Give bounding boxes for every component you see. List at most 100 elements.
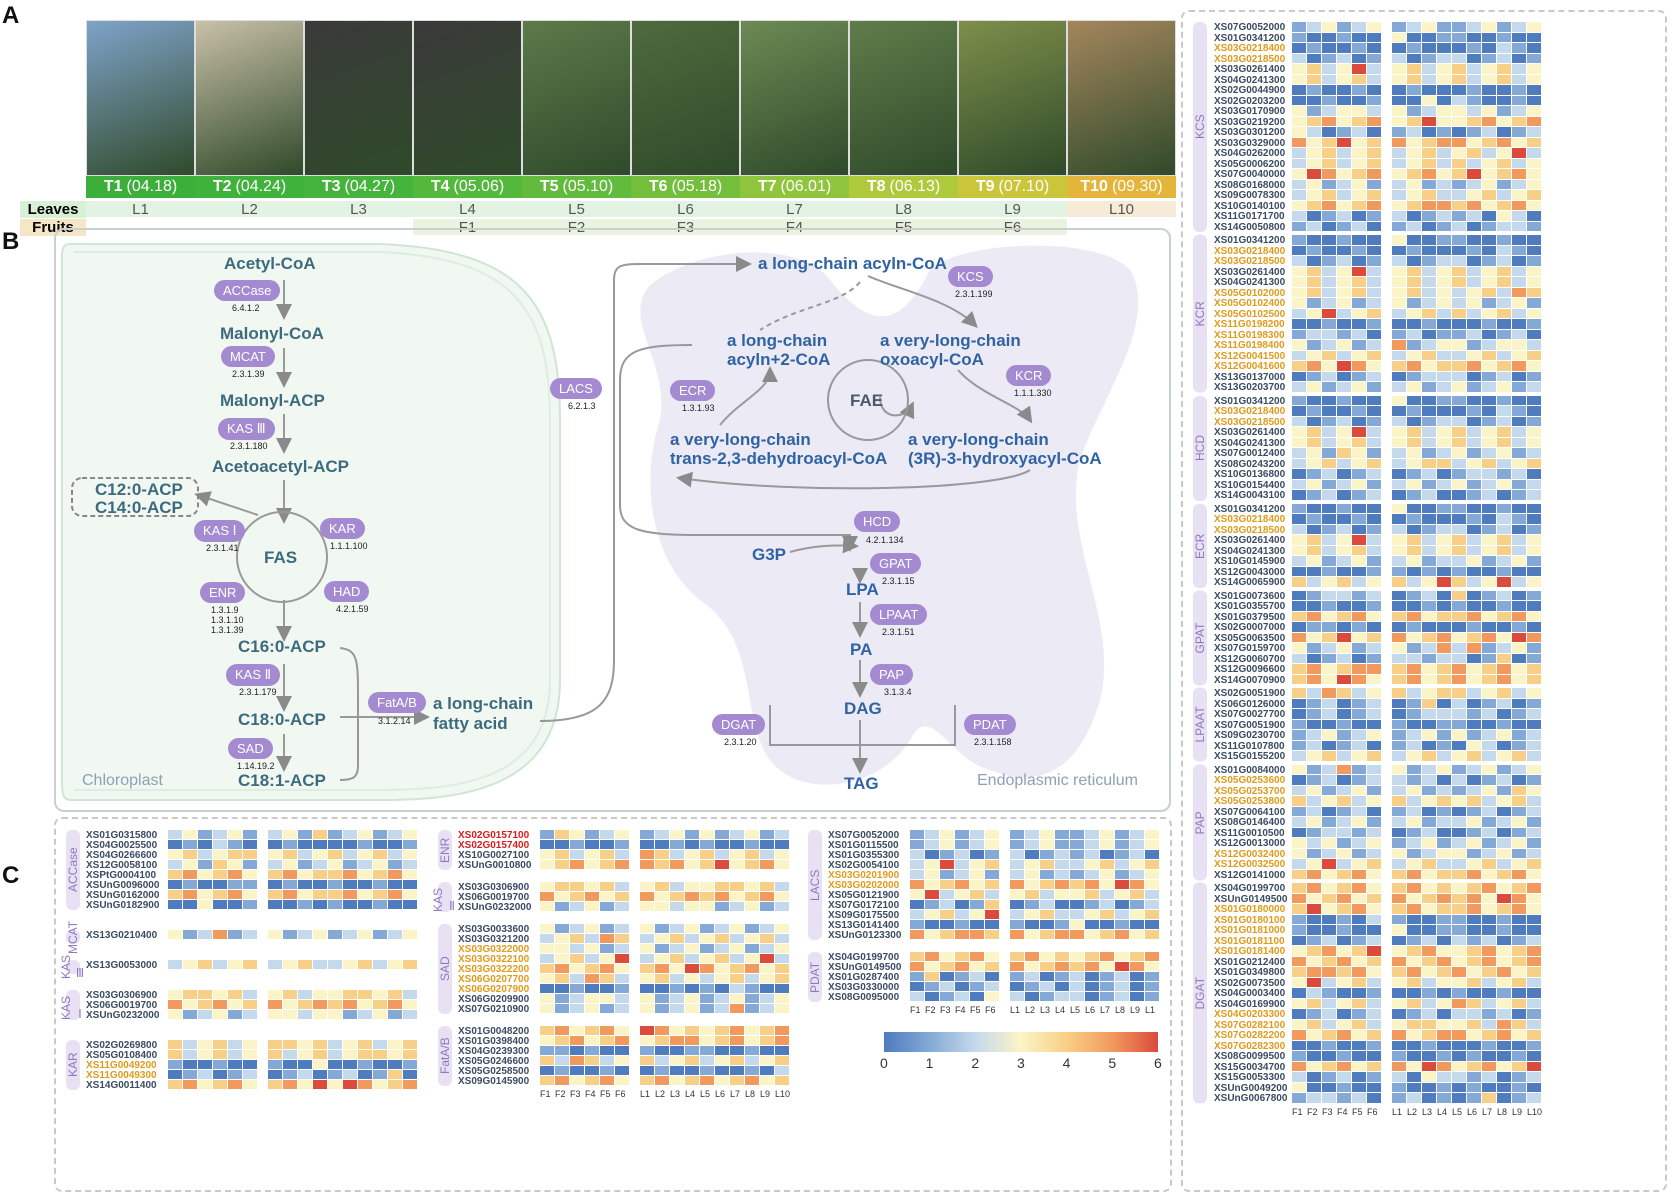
panel-label-b: B (2, 228, 20, 255)
heatmap-cell (1367, 611, 1381, 621)
heatmap-cell (268, 990, 282, 999)
heatmap-cell (1307, 74, 1321, 84)
heatmap-cell (1010, 962, 1024, 971)
heatmap-cell (1337, 190, 1351, 200)
heatmap-cell (1497, 1072, 1511, 1082)
heatmap-cell (1307, 859, 1321, 869)
gene-label: XS05G0006200 (1214, 158, 1286, 170)
gene-label: XS13G0137000 (1214, 371, 1286, 383)
heatmap-cell (1527, 1030, 1541, 1040)
heatmap-cell (1352, 967, 1366, 977)
heatmap-cell (615, 882, 629, 891)
heatmap-cell (570, 902, 584, 911)
heatmap-cell (1482, 883, 1496, 893)
heatmap-cell (600, 892, 614, 901)
heatmap-cell (1437, 653, 1451, 663)
heatmap-cell (1527, 169, 1541, 179)
heatmap-cell (1322, 590, 1336, 600)
heatmap-cell (1392, 340, 1406, 350)
heatmap-cell (1407, 179, 1421, 189)
heatmap-cell (1407, 893, 1421, 903)
heatmap-cell (615, 934, 629, 943)
heatmap-cell (970, 900, 984, 909)
heatmap-cell (1407, 967, 1421, 977)
heatmap-cell (1497, 350, 1511, 360)
heatmap-cell (1482, 235, 1496, 245)
heatmap-cell (1322, 688, 1336, 698)
heatmap-cell (1130, 972, 1144, 981)
heatmap-cell (540, 1076, 554, 1085)
heatmap-cell (1452, 545, 1466, 555)
heatmap-cell (268, 1080, 282, 1089)
heatmap-cell (745, 882, 759, 891)
heatmap-cell (1452, 361, 1466, 371)
heatmap-cell (1367, 371, 1381, 381)
heatmap-cell (1422, 883, 1436, 893)
heatmap-cell (1482, 869, 1496, 879)
heatmap-cell (1467, 416, 1481, 426)
heatmap-cell (1292, 556, 1306, 566)
heatmap-cell (1367, 601, 1381, 611)
heatmap-cell (1292, 946, 1306, 956)
heatmap-cell (268, 1040, 282, 1049)
heatmap-cell (1437, 611, 1451, 621)
heatmap-cell (1337, 545, 1351, 555)
heatmap-cell (1145, 830, 1159, 839)
heatmap-cell (540, 924, 554, 933)
heatmap-cell (1352, 469, 1366, 479)
gene-family-tag: LACS (808, 830, 822, 940)
gene-label: XS12G0141000 (1214, 869, 1286, 881)
heatmap-cell (1307, 266, 1321, 276)
heatmap-cell (1292, 490, 1306, 500)
heatmap-cell (1422, 427, 1436, 437)
heatmap-cell (615, 840, 629, 849)
heatmap-cell (1337, 266, 1351, 276)
heatmap-cell (760, 924, 774, 933)
heatmap-cell (1482, 1030, 1496, 1040)
heatmap-cell (1422, 371, 1436, 381)
heatmap-cell (1452, 698, 1466, 708)
heatmap-cell (1352, 535, 1366, 545)
heatmap-cell (700, 974, 714, 983)
heatmap-cell (1292, 622, 1306, 632)
heatmap-cell (1512, 329, 1526, 339)
heatmap-cell (1512, 893, 1526, 903)
heatmap-cell (1422, 674, 1436, 684)
heatmap-cell (1010, 870, 1024, 879)
heatmap-cell (1292, 266, 1306, 276)
heatmap-cell (328, 1080, 342, 1089)
heatmap-cell (1337, 998, 1351, 1008)
heatmap-cell (1527, 751, 1541, 761)
heatmap-cell (1437, 169, 1451, 179)
heatmap-cell (1527, 350, 1541, 360)
heatmap-cell (1322, 221, 1336, 231)
gene-label: XS11G0049200 (86, 1060, 157, 1071)
heatmap-cell (283, 900, 297, 909)
chloroplast-label: Chloroplast (82, 772, 163, 789)
heatmap-cell (1422, 256, 1436, 266)
heatmap-cell (1527, 848, 1541, 858)
heatmap-cell (1512, 340, 1526, 350)
heatmap-cell (1512, 190, 1526, 200)
heatmap-cell (1352, 95, 1366, 105)
heatmap-cell (1512, 688, 1526, 698)
heatmap-cell (1307, 127, 1321, 137)
heatmap-cell (985, 870, 999, 879)
heatmap-cell (1367, 406, 1381, 416)
gene-label: XS03G0218500 (1214, 524, 1286, 536)
heatmap-cell (1512, 256, 1526, 266)
heatmap-cell (1512, 437, 1526, 447)
heatmap-cell (1352, 1072, 1366, 1082)
axis-tick-label: F3 (940, 1005, 951, 1015)
heatmap-cell (198, 1010, 212, 1019)
heatmap-cell (1392, 395, 1406, 405)
heatmap-cell (1292, 308, 1306, 318)
heatmap-cell (1407, 785, 1421, 795)
heatmap-cell (1352, 1093, 1366, 1103)
heatmap-cell (1292, 601, 1306, 611)
heatmap-cell (1512, 556, 1526, 566)
heatmap-cell (1482, 935, 1496, 945)
heatmap-cell (970, 850, 984, 859)
heatmap-cell (1307, 751, 1321, 761)
heatmap-cell (1482, 116, 1496, 126)
